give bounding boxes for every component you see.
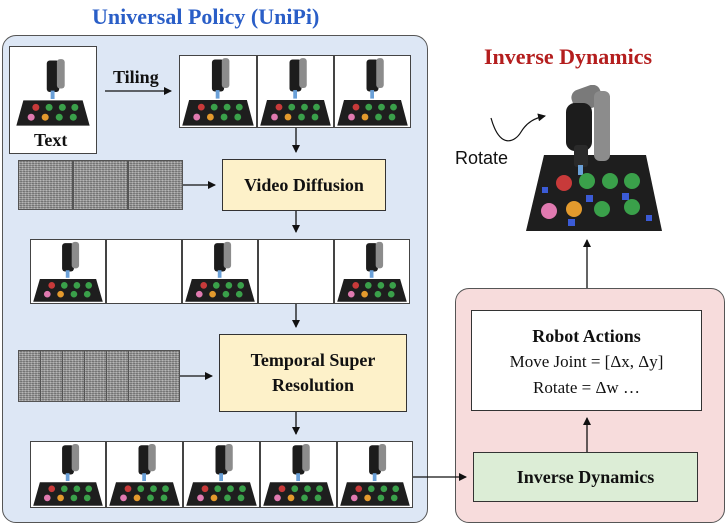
rotate-curve-arrow <box>490 113 546 142</box>
temporal-super-resolution-box: Temporal Super Resolution <box>219 334 407 412</box>
output-frame <box>30 441 106 508</box>
tsr-line-1: Temporal Super <box>250 350 376 370</box>
blank-frame <box>106 239 182 304</box>
robot-scene-thumbnail <box>337 241 407 302</box>
robot-actions-rotate: Rotate = Δw … <box>533 378 640 397</box>
tiling-label: Tiling <box>113 67 159 87</box>
output-frame <box>260 441 337 508</box>
output-frame <box>106 441 183 508</box>
keyframe-frame <box>30 239 106 304</box>
robot-scene-thumbnail <box>337 58 408 126</box>
blank-frame <box>258 239 334 304</box>
robot-scene-thumbnail <box>182 58 254 126</box>
keyframe-frame <box>182 239 258 304</box>
noise-frame <box>18 160 73 210</box>
robot-actions-move-joint: Move Joint = [Δx, Δy] <box>509 352 664 371</box>
robot-scene-thumbnail <box>109 443 180 506</box>
tiled-frame <box>334 55 411 128</box>
robot-scene-illustration <box>526 84 662 231</box>
robot-scene-thumbnail <box>16 59 90 126</box>
tiled-frame <box>179 55 257 128</box>
robot-render-large <box>514 84 674 233</box>
keyframe-frame <box>334 239 410 304</box>
robot-scene-thumbnail <box>33 443 103 506</box>
universal-policy-title: Universal Policy (UniPi) <box>92 4 320 29</box>
robot-actions-title: Robot Actions <box>532 326 641 346</box>
inverse-dynamics-title: Inverse Dynamics <box>484 44 653 69</box>
robot-scene-thumbnail <box>260 58 331 126</box>
inverse-dynamics-box: Inverse Dynamics <box>473 452 698 502</box>
robot-scene-thumbnail <box>186 443 257 506</box>
text-label: Text <box>34 130 68 150</box>
robot-scene-thumbnail <box>340 443 410 506</box>
robot-actions-box: Robot Actions Move Joint = [Δx, Δy] Rota… <box>471 310 702 411</box>
robot-scene-thumbnail <box>263 443 334 506</box>
tiled-frame <box>257 55 334 128</box>
text-scene-frame <box>14 57 92 127</box>
robot-scene-thumbnail <box>33 241 103 302</box>
noise-frame <box>73 160 128 210</box>
noise-frame <box>128 350 180 402</box>
output-frame <box>337 441 413 508</box>
noise-frame <box>128 160 183 210</box>
rotate-label: Rotate <box>455 148 509 168</box>
output-frame <box>183 441 260 508</box>
tsr-line-2: Resolution <box>271 375 354 395</box>
video-diffusion-box: Video Diffusion <box>222 159 386 211</box>
robot-scene-thumbnail <box>185 241 255 302</box>
